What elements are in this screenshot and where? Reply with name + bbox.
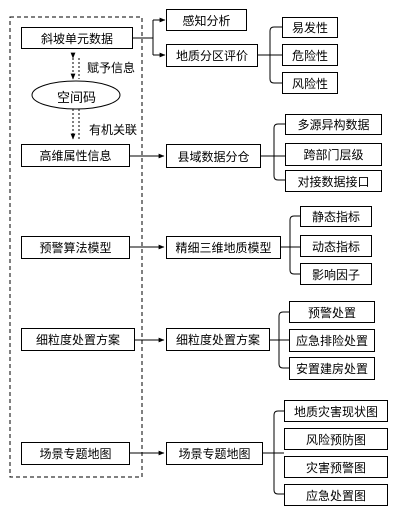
perception-box: 感知分析 [166, 9, 247, 31]
county-warehouse-label: 县域数据分仓 [177, 149, 250, 164]
plan-item-box: 预警处置 [289, 301, 375, 323]
plan-item-box: 安置建房处置 [289, 357, 375, 380]
map-item-box: 风险预防图 [284, 428, 388, 450]
warning-model-box: 预警算法模型 [21, 236, 130, 259]
model-item-box: 影响因子 [300, 263, 372, 285]
assign-info-label: 赋予信息 [86, 59, 137, 76]
scene-map-left-label: 场景专题地图 [39, 447, 112, 461]
warehouse-item-box: 跨部门层级 [285, 143, 382, 166]
fine-plan-left-box: 细粒度处置方案 [21, 328, 135, 351]
warning-model-label: 预警算法模型 [39, 241, 112, 255]
perception-label: 感知分析 [182, 13, 231, 28]
geo-zoning-box: 地质分区评价 [166, 44, 258, 67]
model-item-label: 影响因子 [311, 267, 360, 282]
warehouse-item-box: 多源异构数据 [285, 114, 382, 135]
county-warehouse-box: 县域数据分仓 [166, 144, 261, 168]
model-item-box: 静态指标 [300, 206, 372, 227]
map-item-box: 灾害预警图 [284, 456, 388, 478]
high-dim-attr-label: 高维属性信息 [39, 149, 112, 163]
model-item-label: 静态指标 [311, 210, 360, 224]
warehouse-item-label: 跨部门层级 [303, 148, 364, 162]
fine-plan-left-label: 细粒度处置方案 [35, 333, 120, 347]
map-item-box: 应急处置图 [284, 484, 388, 506]
model-item-box: 动态指标 [300, 235, 372, 257]
high-dim-attr-box: 高维属性信息 [21, 144, 130, 167]
dashed-group-border [9, 16, 143, 478]
warehouse-item-label: 多源异构数据 [297, 118, 370, 132]
organic-link-label: 有机关联 [88, 121, 139, 138]
spatial-code-label: 空间码 [57, 91, 97, 106]
plan-item-label: 预警处置 [307, 305, 356, 320]
zoning-item-box: 风险性 [282, 72, 338, 94]
zoning-item-label: 风险性 [291, 76, 328, 91]
fine-3d-model-box: 精细三维地质模型 [166, 236, 281, 259]
warehouse-item-box: 对接数据接口 [285, 170, 382, 192]
zoning-item-box: 易发性 [282, 17, 338, 38]
zoning-item-label: 易发性 [291, 21, 328, 35]
slope-unit-data-box: 斜坡单元数据 [21, 27, 133, 49]
fine-plan-mid-label: 细粒度处置方案 [175, 333, 260, 347]
warehouse-item-label: 对接数据接口 [297, 174, 370, 189]
map-item-label: 地质灾害现状图 [293, 404, 378, 419]
zoning-item-label: 危险性 [291, 48, 328, 63]
spatial-code-ellipse [31, 80, 121, 110]
geo-zoning-label: 地质分区评价 [175, 49, 248, 63]
plan-item-box: 应急排险处置 [289, 329, 375, 352]
map-item-box: 地质灾害现状图 [284, 400, 388, 422]
map-item-label: 应急处置图 [305, 488, 366, 503]
bracket [289, 215, 300, 275]
bracket [273, 123, 285, 181]
scene-map-mid-box: 场景专题地图 [166, 442, 263, 465]
plan-item-label: 安置建房处置 [295, 362, 368, 376]
scene-map-mid-label: 场景专题地图 [178, 447, 251, 461]
map-item-label: 灾害预警图 [305, 460, 366, 475]
fine-plan-mid-box: 细粒度处置方案 [166, 328, 270, 351]
fine-3d-model-label: 精细三维地质模型 [175, 241, 272, 255]
map-item-label: 风险预防图 [305, 432, 366, 447]
scene-map-left-box: 场景专题地图 [21, 442, 130, 465]
model-item-label: 动态指标 [311, 239, 360, 254]
slope-unit-data-label: 斜坡单元数据 [40, 31, 113, 46]
plan-item-label: 应急排险处置 [295, 334, 368, 348]
zoning-item-box: 危险性 [282, 44, 338, 66]
